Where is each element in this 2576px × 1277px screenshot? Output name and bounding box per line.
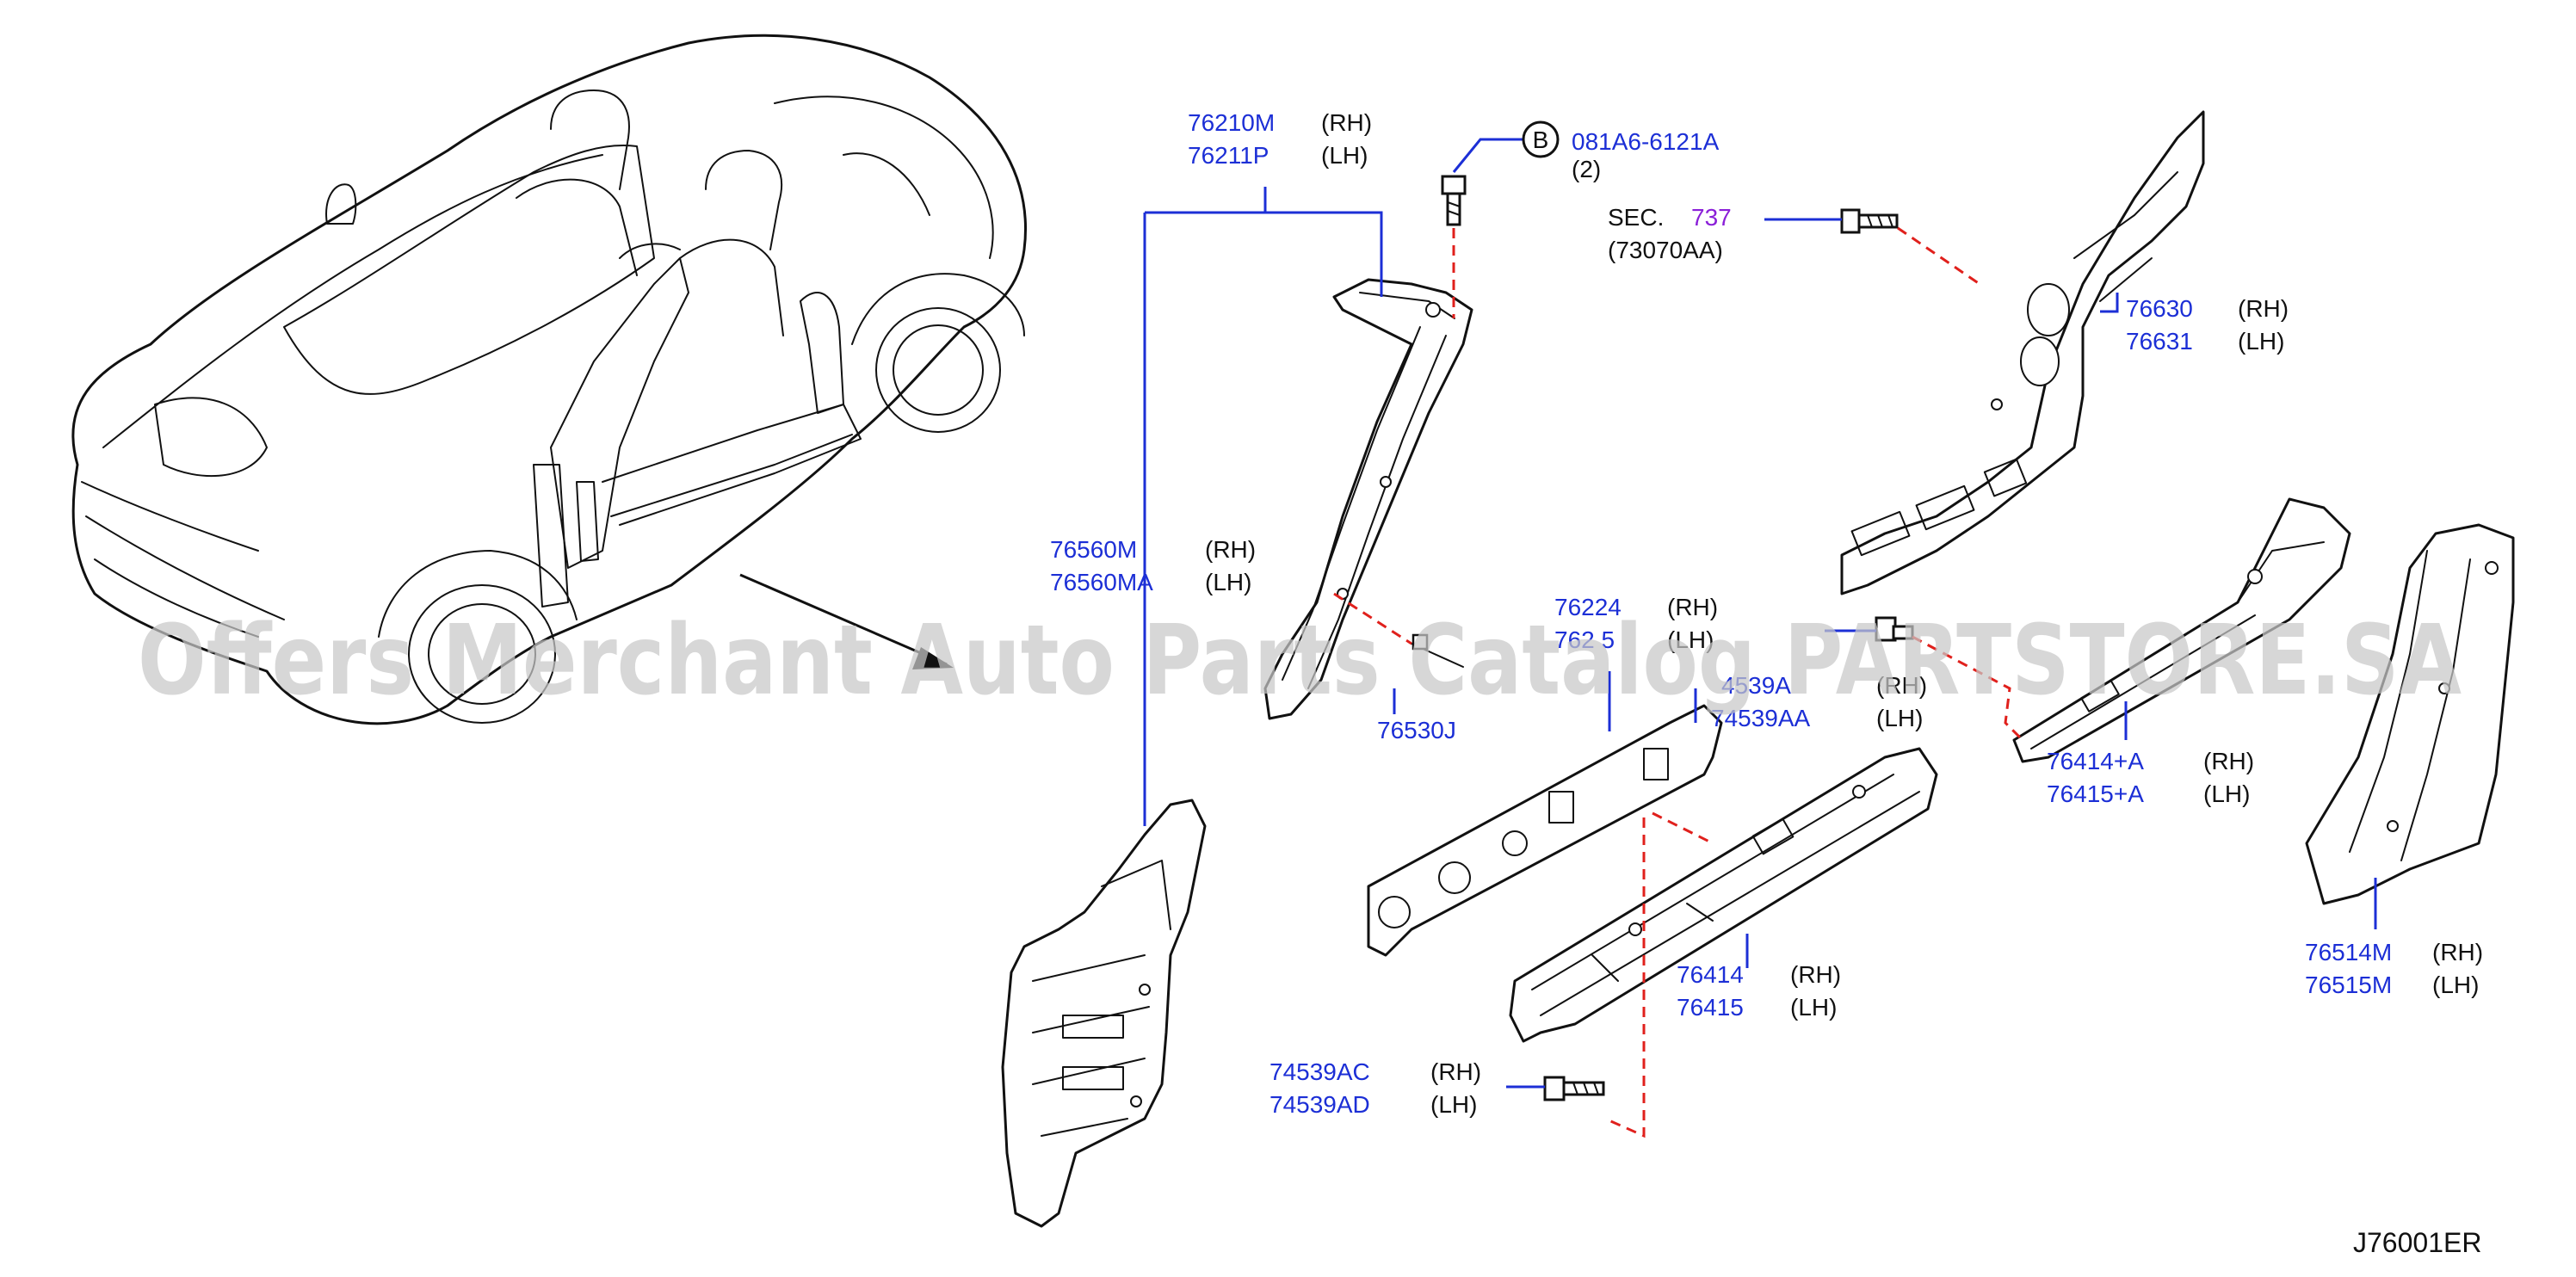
- part-rear-sill-extension: [2012, 497, 2351, 763]
- label-76415a[interactable]: 76415+A: [2047, 780, 2144, 807]
- label-74539aa[interactable]: 74539AA: [1711, 705, 1811, 731]
- label-76210m[interactable]: 76210M: [1188, 109, 1275, 136]
- section-number-link[interactable]: 737: [1691, 204, 1732, 231]
- side-lh: (LH): [1430, 1091, 1477, 1118]
- label-762-5[interactable]: 762 5: [1554, 626, 1615, 653]
- alignment-lines: [1333, 226, 2024, 1138]
- part-inner-sill: [1509, 747, 1938, 1043]
- diagram-code: J76001ER: [2353, 1227, 2481, 1258]
- nut-icon: [1875, 616, 1914, 642]
- part-rear-pillar: [1840, 110, 2205, 595]
- side-lh: (LH): [1790, 994, 1837, 1021]
- label-76515m[interactable]: 76515M: [2305, 972, 2392, 998]
- callout-b-letter: B: [1533, 126, 1549, 153]
- label-76631[interactable]: 76631: [2126, 328, 2193, 355]
- side-lh: (LH): [2238, 328, 2284, 355]
- part-upper-pillar: [1263, 278, 1473, 720]
- callout-b: B: [1522, 120, 1560, 158]
- clip-icon: [1411, 633, 1464, 668]
- car-overview-illustration: [71, 34, 1027, 725]
- bolt-icon: [1543, 1076, 1605, 1101]
- bolt-icon: [1441, 175, 1467, 226]
- side-rh: (RH): [1667, 594, 1718, 620]
- label-76630[interactable]: 76630: [2126, 295, 2193, 322]
- side-rh: (RH): [1876, 672, 1927, 699]
- label-76414a[interactable]: 76414+A: [2047, 748, 2144, 774]
- side-rh: (RH): [1321, 109, 1372, 136]
- side-lh: (LH): [2203, 780, 2250, 807]
- part-hinge-pillar: [1001, 799, 1207, 1228]
- label-76415[interactable]: 76415: [1677, 994, 1744, 1021]
- side-lh: (LH): [1321, 142, 1368, 169]
- part-labels: 76210M (RH) 76211P (LH) 081A6-6121A (2) …: [1050, 109, 2483, 1118]
- side-rh: (RH): [1430, 1058, 1481, 1085]
- part-sill-reinforcement: [1367, 704, 1723, 957]
- label-74539ac[interactable]: 74539AC: [1269, 1058, 1370, 1085]
- side-lh: (LH): [1205, 569, 1251, 595]
- leader-lines: [1143, 138, 2377, 1089]
- label-76224[interactable]: 76224: [1554, 594, 1622, 620]
- bolt-quantity: (2): [1572, 156, 1601, 182]
- side-rh: (RH): [2203, 748, 2254, 774]
- section-prefix: SEC.: [1608, 204, 1664, 231]
- side-lh: (LH): [2432, 972, 2479, 998]
- bolt-icon: [1840, 208, 1899, 234]
- side-rh: (RH): [2238, 295, 2289, 322]
- section-sub: (73070AA): [1608, 237, 1723, 263]
- side-rh: (RH): [2432, 939, 2483, 965]
- label-76211p[interactable]: 76211P: [1188, 142, 1269, 169]
- label-081a6-6121a[interactable]: 081A6-6121A: [1572, 128, 1720, 155]
- direction-arrow: [739, 573, 954, 669]
- label-76530j[interactable]: 76530J: [1377, 717, 1456, 743]
- side-rh: (RH): [1205, 536, 1256, 563]
- label-76514m[interactable]: 76514M: [2305, 939, 2392, 965]
- label-4539a[interactable]: 4539A: [1721, 672, 1791, 699]
- side-lh: (LH): [1667, 626, 1714, 653]
- label-76414[interactable]: 76414: [1677, 961, 1744, 988]
- label-76560ma[interactable]: 76560MA: [1050, 569, 1153, 595]
- side-rh: (RH): [1790, 961, 1841, 988]
- watermark-text: Offers Merchant Auto Parts Catalog PARTS…: [138, 605, 2462, 717]
- side-lh: (LH): [1876, 705, 1923, 731]
- label-74539ad[interactable]: 74539AD: [1269, 1091, 1370, 1118]
- label-76560m[interactable]: 76560M: [1050, 536, 1137, 563]
